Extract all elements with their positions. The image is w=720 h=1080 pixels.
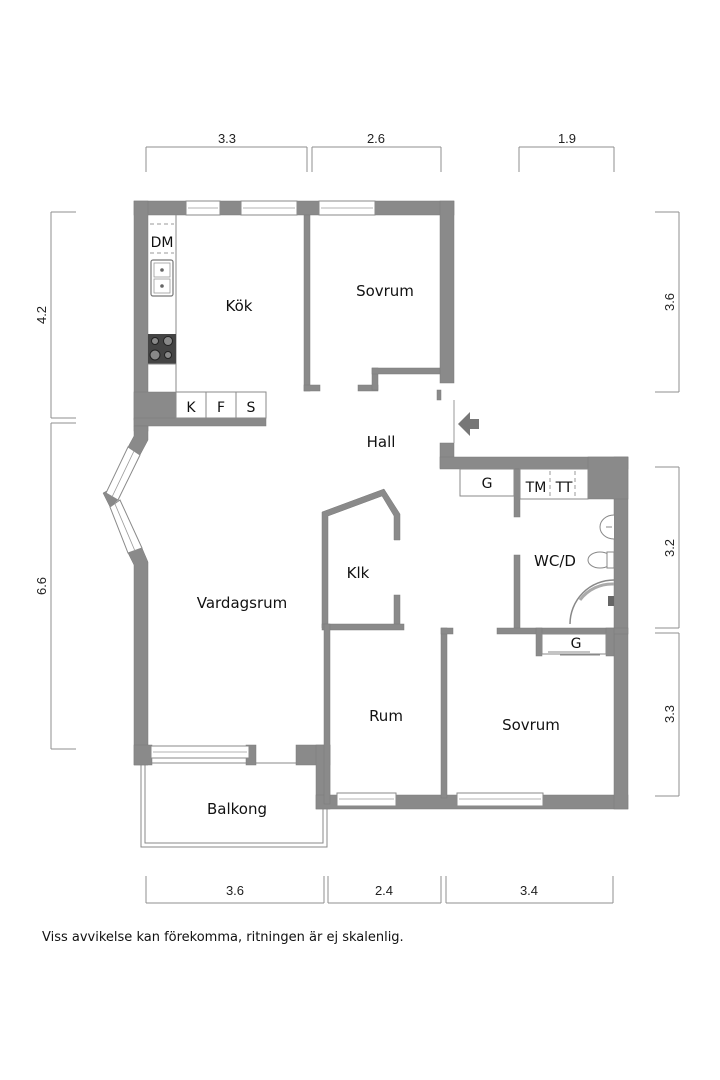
fridge-label: K <box>186 400 196 416</box>
dim-bottom-2: 2.4 <box>375 883 393 898</box>
room-living-room: Vardagsrum <box>197 594 288 612</box>
wardrobe-bedroom-label: G <box>571 636 582 652</box>
disclaimer-text: Viss avvikelse kan förekomma, ritningen … <box>42 930 404 945</box>
hall-storage: G TM TT <box>459 468 589 500</box>
room-bedroom-bottom: Sovrum <box>502 716 560 734</box>
dimension-lines <box>50 146 680 904</box>
closet-label: S <box>247 400 256 416</box>
room-bathroom: WC/D <box>534 552 576 570</box>
freezer-label: F <box>217 400 225 416</box>
room-balcony: Balkong <box>207 800 267 818</box>
toilet-icon <box>587 551 615 569</box>
room-kitchen: Kök <box>226 297 253 315</box>
washbasin-icon <box>599 514 615 540</box>
entrance-arrow-icon <box>458 412 479 436</box>
kitchen-counter: DM K F S <box>148 215 267 419</box>
dim-right-2: 3.2 <box>662 539 677 557</box>
bathroom-fixtures <box>569 514 615 625</box>
room-labels: Kök Sovrum Hall Klk Vardagsrum WC/D Rum … <box>197 282 576 818</box>
dim-top-1: 3.3 <box>218 131 236 146</box>
room-hall: Hall <box>367 433 396 451</box>
shower-icon <box>569 579 615 625</box>
dim-top-2: 2.6 <box>367 131 385 146</box>
room-walk-in-closet: Klk <box>347 564 370 582</box>
dim-right-3: 3.3 <box>662 705 677 723</box>
room-rum: Rum <box>369 707 403 725</box>
dryer-label: TT <box>555 480 573 496</box>
dim-right-1: 3.6 <box>662 293 677 311</box>
bedroom-wardrobe: G <box>541 633 607 656</box>
dim-left-1: 4.2 <box>34 306 49 324</box>
dim-top-3: 1.9 <box>558 131 576 146</box>
sink-icon <box>150 259 174 297</box>
dimension-labels: 3.3 2.6 1.9 4.2 6.6 3.6 3.2 3.3 3.6 2.4 … <box>34 131 677 898</box>
washer-label: TM <box>525 480 547 496</box>
wardrobe-hall-label: G <box>482 476 493 492</box>
dim-left-2: 6.6 <box>34 577 49 595</box>
dim-bottom-1: 3.6 <box>226 883 244 898</box>
stove-icon <box>148 334 176 364</box>
room-bedroom-top: Sovrum <box>356 282 414 300</box>
dishwasher-label: DM <box>151 235 174 251</box>
dim-bottom-3: 3.4 <box>520 883 538 898</box>
windows <box>105 200 544 807</box>
